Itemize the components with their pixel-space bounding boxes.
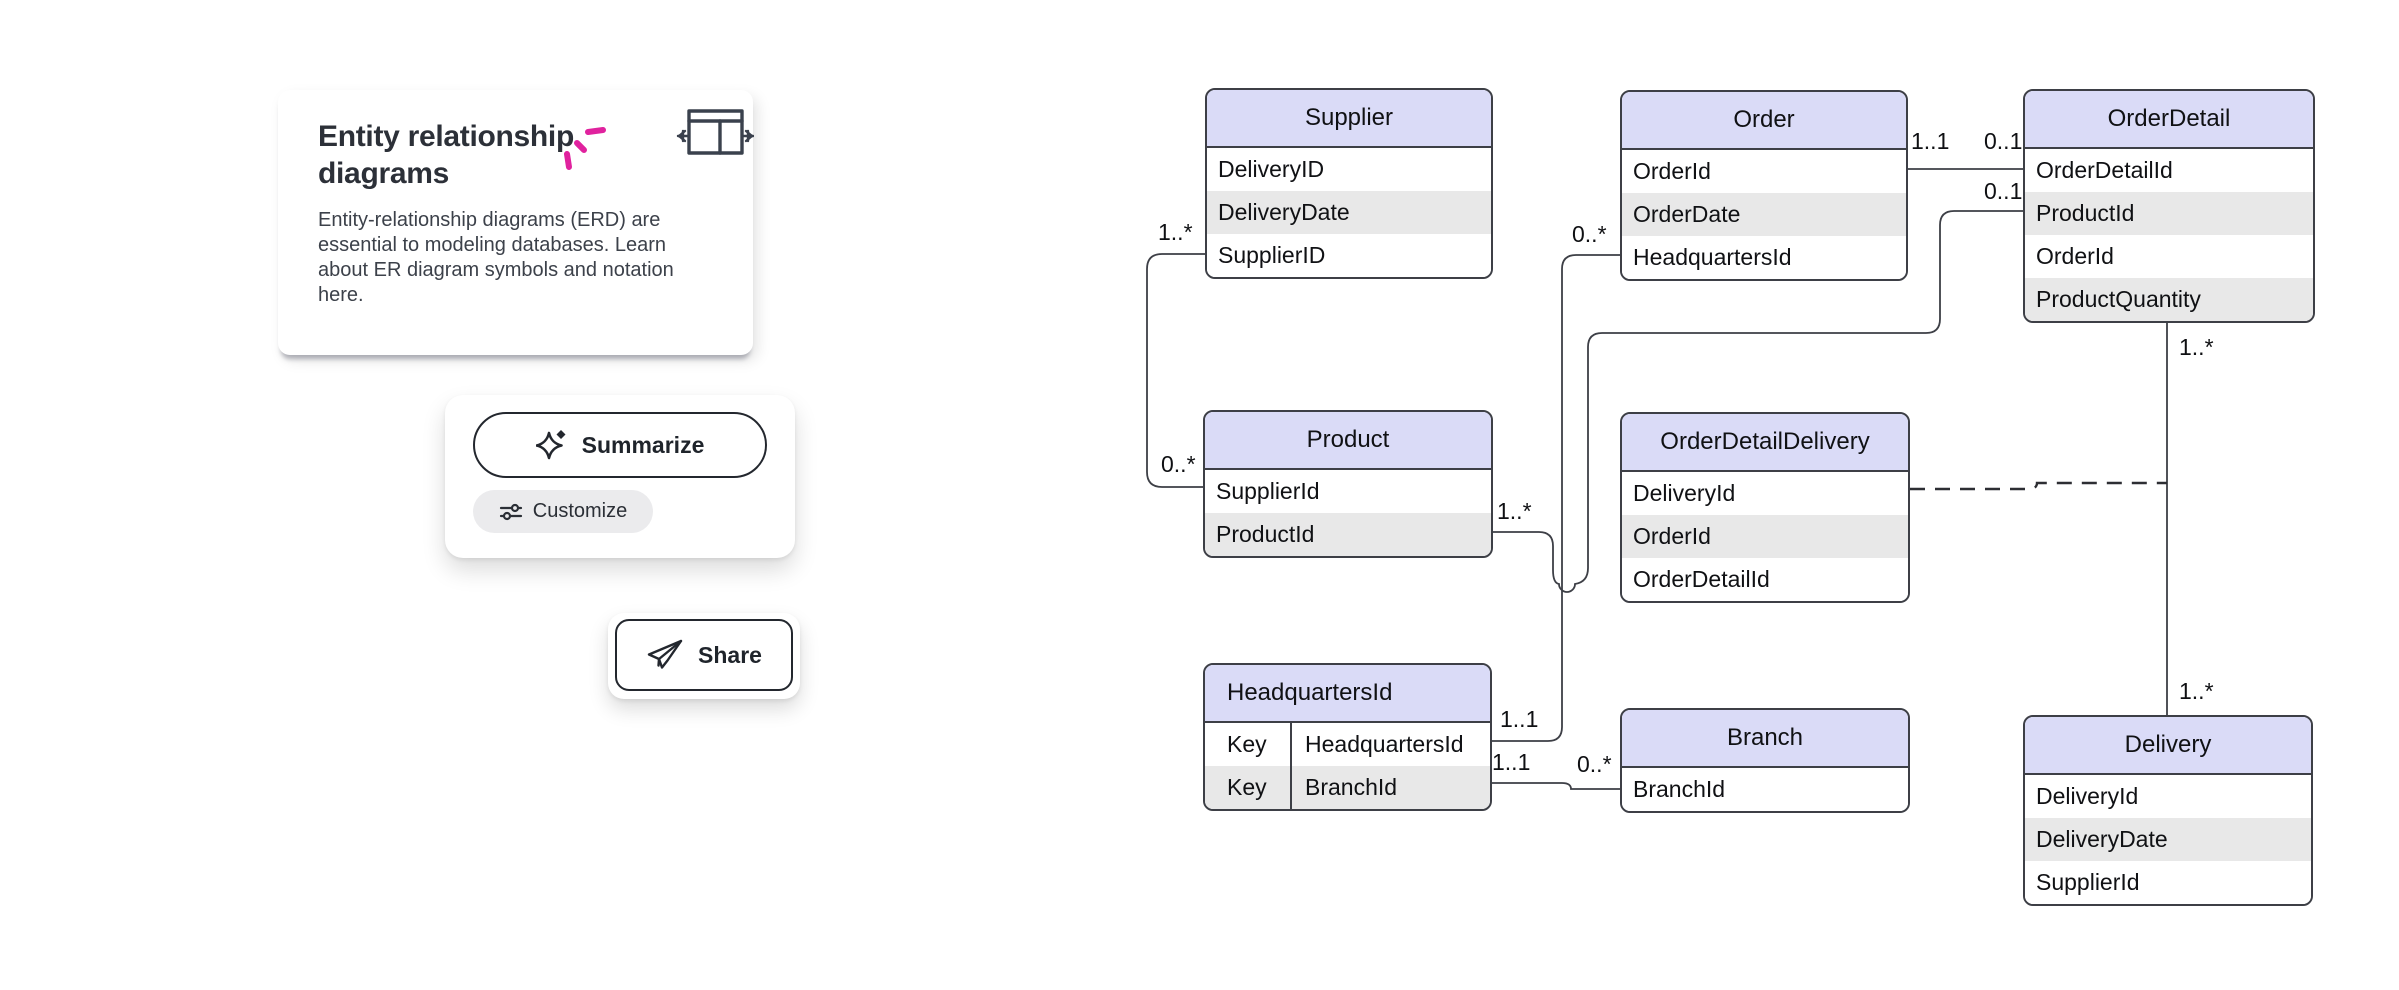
cardinality-label: 1..1 [1492,749,1531,775]
entity-title: OrderDetail [2025,91,2313,149]
entity-orderdetaildelivery[interactable]: OrderDetailDelivery DeliveryId OrderId O… [1620,412,1910,603]
entity-row: OrderDate [1622,193,1906,236]
summarize-label: Summarize [581,431,705,458]
entity-row: OrderId [1622,515,1908,558]
entity-headquartersid[interactable]: HeadquartersId Key HeadquartersId Key Br… [1203,663,1492,811]
key-cell: Key [1205,723,1292,766]
connector-supplier-product[interactable] [1146,253,1205,488]
sliders-icon [499,503,522,520]
customize-label: Customize [532,500,628,522]
actions-panel: Summarize Customize [445,395,795,558]
entity-row: OrderDetailId [1622,558,1908,601]
entity-row: Key BranchId [1205,766,1490,809]
entity-order[interactable]: Order OrderId OrderDate HeadquartersId [1620,90,1908,281]
entity-row: DeliveryId [2025,775,2311,818]
attribute-name: HeadquartersId [1633,244,1792,270]
attribute-name: DeliveryDate [2036,826,2168,852]
connector-orderdetaildelivery-link[interactable] [1910,481,2167,491]
share-button[interactable]: Share [615,619,793,691]
card-title: Entity relationship diagrams [318,120,574,190]
attribute-name: SupplierID [1218,242,1326,268]
attribute-name: BranchId [1305,774,1398,800]
entity-title: Supplier [1207,90,1491,148]
entity-row: BranchId [1622,768,1908,811]
entity-title: Product [1205,412,1491,470]
cardinality-label: 1..1 [1911,128,1950,154]
share-panel: Share [608,613,800,699]
key-cell: Key [1205,766,1292,809]
attribute-name: DeliveryId [1633,480,1736,506]
entity-row: ProductId [2025,192,2313,235]
attribute-name: OrderDate [1633,201,1741,227]
cardinality-label: 0..1 [1984,128,2023,154]
cardinality-label: 1..* [1158,219,1193,245]
entity-supplier[interactable]: Supplier DeliveryID DeliveryDate Supplie… [1205,88,1493,279]
cardinality-label: 0..* [1572,221,1607,247]
entity-branch[interactable]: Branch BranchId [1620,708,1910,813]
connector-headquarters-branch[interactable] [1492,782,1620,790]
entity-row: DeliveryID [1207,148,1491,191]
attribute-name: DeliveryDate [1218,199,1350,225]
attribute-name: HeadquartersId [1305,731,1464,757]
cardinality-label: 1..* [1497,498,1532,524]
entity-title: OrderDetailDelivery [1622,414,1908,472]
cardinality-label: 1..1 [1500,706,1539,732]
entity-title: HeadquartersId [1205,665,1490,723]
attribute-name: SupplierId [2036,869,2140,895]
info-card: Entity relationship diagrams [278,90,754,355]
paper-plane-icon [647,639,683,669]
entity-row: SupplierId [2025,861,2311,904]
cardinality-label: 0..1 [1984,178,2023,204]
cardinality-label: 1..* [2179,334,2214,360]
summarize-button[interactable]: Summarize [473,412,767,478]
attribute-name: BranchId [1633,776,1726,802]
attribute-name: OrderDetailId [2036,157,2173,183]
entity-row: OrderId [2025,235,2313,278]
attribute-name: ProductId [2036,200,2135,226]
entity-row: OrderId [1622,150,1906,193]
connector-product-orderdetail[interactable] [1493,210,2023,593]
entity-product[interactable]: Product SupplierId ProductId [1203,410,1493,558]
cardinality-label: 0..* [1577,751,1612,777]
entity-row: DeliveryId [1622,472,1908,515]
entity-orderdetail[interactable]: OrderDetail OrderDetailId ProductId Orde… [2023,89,2315,323]
attribute-name: DeliveryId [2036,783,2139,809]
entity-row: SupplierID [1207,234,1491,277]
connector-order-headquarters[interactable] [1492,254,1620,742]
card-description: Entity-relationship diagrams (ERD) are e… [318,209,674,306]
ai-sparkle-icon [535,430,566,460]
entity-title: Order [1622,92,1906,150]
cardinality-label: 1..* [2179,678,2214,704]
entity-row: HeadquartersId [1622,236,1906,279]
entity-row: DeliveryDate [2025,818,2311,861]
erd-entity-icon [676,109,754,155]
attribute-name: OrderId [1633,158,1711,184]
attribute-name: OrderDetailId [1633,566,1770,592]
entity-row: Key HeadquartersId [1205,723,1490,766]
entity-row: ProductId [1205,513,1491,556]
entity-title: Delivery [2025,717,2311,775]
entity-row: SupplierId [1205,470,1491,513]
customize-button[interactable]: Customize [473,490,653,533]
entity-row: DeliveryDate [1207,191,1491,234]
attribute-name: OrderId [2036,243,2114,269]
attribute-name: SupplierId [1216,478,1320,504]
sparkle-marks-icon [564,127,606,170]
attribute-name: DeliveryID [1218,156,1325,182]
attribute-name: ProductId [1216,521,1315,547]
attribute-name: ProductQuantity [2036,286,2201,312]
entity-row: OrderDetailId [2025,149,2313,192]
entity-row: ProductQuantity [2025,278,2313,321]
attribute-name: OrderId [1633,523,1711,549]
entity-title: Branch [1622,710,1908,768]
share-label: Share [698,641,762,668]
entity-delivery[interactable]: Delivery DeliveryId DeliveryDate Supplie… [2023,715,2313,906]
cardinality-label: 0..* [1161,451,1196,477]
